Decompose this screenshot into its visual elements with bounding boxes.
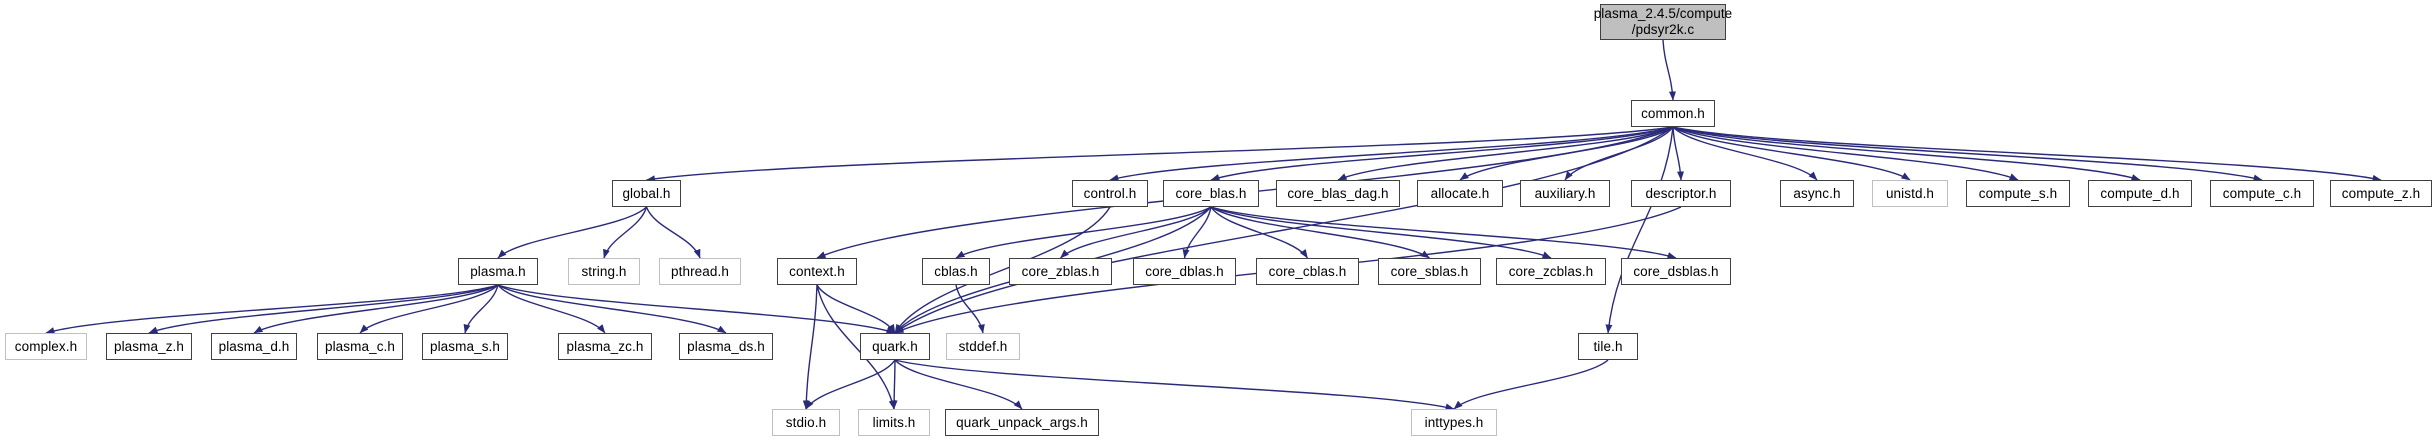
graph-node-plasma_d[interactable]: plasma_d.h [211, 333, 297, 360]
edge-root-to-common [1662, 39, 1676, 101]
edge-quark-to-inttypes [894, 359, 1455, 411]
edge-quark-to-limits [890, 359, 898, 410]
graph-node-auxiliary[interactable]: auxiliary.h [1520, 180, 1610, 207]
edge-global-to-plasma [497, 206, 647, 259]
edge-global-to-string [603, 206, 648, 259]
graph-node-async[interactable]: async.h [1780, 180, 1854, 207]
graph-node-plasma_s[interactable]: plasma_s.h [422, 333, 508, 360]
edge-common-to-control [1109, 126, 1674, 182]
graph-node-core_zblas[interactable]: core_zblas.h [1009, 258, 1112, 285]
edge-common-to-global [646, 126, 1674, 183]
edge-common-to-compute_s [1672, 126, 2019, 181]
edge-plasma-to-plasma_d [253, 284, 499, 334]
edge-core_blas-to-core_dblas [1182, 206, 1212, 259]
edge-common-to-compute_z [1672, 126, 2382, 182]
graph-node-core_sblas[interactable]: core_sblas.h [1378, 258, 1481, 285]
graph-node-allocate[interactable]: allocate.h [1417, 180, 1503, 207]
edge-common-to-core_blas_dag [1337, 126, 1674, 181]
edge-core_blas-to-core_zcblas [1210, 206, 1552, 259]
edge-plasma-to-complex [45, 284, 499, 334]
graph-node-common[interactable]: common.h [1631, 100, 1715, 127]
graph-node-inttypes[interactable]: inttypes.h [1411, 409, 1497, 436]
edge-core_blas-to-core_zblas [1060, 206, 1212, 259]
graph-node-compute_s[interactable]: compute_s.h [1966, 180, 2070, 207]
graph-node-compute_d[interactable]: compute_d.h [2088, 180, 2192, 207]
graph-node-core_dblas[interactable]: core_dblas.h [1133, 258, 1236, 285]
edge-plasma-to-plasma_zc [497, 284, 606, 334]
graph-node-unistd[interactable]: unistd.h [1872, 180, 1948, 207]
graph-node-plasma_ds[interactable]: plasma_ds.h [679, 333, 773, 360]
graph-node-cblas[interactable]: cblas.h [922, 258, 990, 285]
graph-node-quark[interactable]: quark.h [860, 333, 930, 360]
graph-node-plasma_c[interactable]: plasma_c.h [317, 333, 403, 360]
edge-core_blas-to-core_dsblas [1210, 206, 1677, 259]
graph-node-context[interactable]: context.h [777, 258, 857, 285]
edge-common-to-auxiliary [1564, 126, 1674, 181]
edge-plasma-to-plasma_z [148, 284, 499, 334]
graph-node-core_zcblas[interactable]: core_zcblas.h [1496, 258, 1606, 285]
edge-context-to-quark [816, 284, 896, 334]
graph-node-quark_unpack_args[interactable]: quark_unpack_args.h [945, 409, 1099, 436]
edge-core_blas-to-core_sblas [1210, 206, 1430, 259]
graph-node-pthread[interactable]: pthread.h [659, 258, 741, 285]
edge-core_blas-to-core_cblas [1210, 206, 1309, 259]
edge-cblas-to-stddef [955, 284, 985, 334]
graph-node-descriptor[interactable]: descriptor.h [1631, 180, 1731, 207]
graph-node-plasma_z[interactable]: plasma_z.h [106, 333, 192, 360]
edge-common-to-descriptor [1672, 126, 1685, 181]
graph-node-core_dsblas[interactable]: core_dsblas.h [1621, 258, 1731, 285]
graph-node-plasma[interactable]: plasma.h [458, 258, 538, 285]
edge-plasma-to-plasma_c [359, 284, 499, 334]
graph-node-tile[interactable]: tile.h [1578, 333, 1638, 360]
graph-node-compute_z[interactable]: compute_z.h [2330, 180, 2432, 207]
graph-node-stddef[interactable]: stddef.h [946, 333, 1020, 360]
graph-node-global[interactable]: global.h [612, 180, 681, 207]
graph-node-string[interactable]: string.h [568, 258, 640, 285]
edge-tile-to-inttypes [1453, 359, 1609, 410]
edge-common-to-unistd [1672, 126, 1911, 181]
edge-common-to-quark [894, 126, 1674, 334]
edge-common-to-compute_c [1672, 126, 2263, 182]
edge-context-to-stdio [802, 284, 818, 410]
graph-node-core_cblas[interactable]: core_cblas.h [1256, 258, 1359, 285]
graph-node-control[interactable]: control.h [1072, 180, 1148, 207]
graph-node-stdio[interactable]: stdio.h [772, 409, 840, 436]
edge-plasma-to-quark [497, 284, 896, 334]
edge-core_blas-to-cblas [955, 206, 1212, 259]
graph-node-complex[interactable]: complex.h [5, 333, 87, 360]
graph-node-plasma_zc[interactable]: plasma_zc.h [558, 333, 652, 360]
edge-common-to-async [1672, 126, 1818, 181]
graph-node-compute_c[interactable]: compute_c.h [2210, 180, 2314, 207]
edge-quark-to-stdio [805, 359, 896, 410]
edge-quark-to-quark_unpack_args [894, 359, 1023, 410]
edge-global-to-pthread [645, 206, 701, 259]
graph-node-root[interactable]: plasma_2.4.5/compute /pdsyr2k.c [1594, 4, 1732, 40]
graph-node-core_blas_dag[interactable]: core_blas_dag.h [1276, 180, 1400, 207]
edge-common-to-compute_d [1672, 126, 2141, 181]
edge-common-to-core_blas [1210, 126, 1674, 181]
edge-common-to-tile [1605, 126, 1674, 334]
edge-common-to-allocate [1459, 126, 1674, 181]
edge-plasma-to-plasma_s [463, 284, 499, 334]
edge-plasma-to-plasma_ds [497, 284, 727, 334]
graph-node-limits[interactable]: limits.h [858, 409, 930, 436]
graph-node-core_blas[interactable]: core_blas.h [1163, 180, 1259, 207]
